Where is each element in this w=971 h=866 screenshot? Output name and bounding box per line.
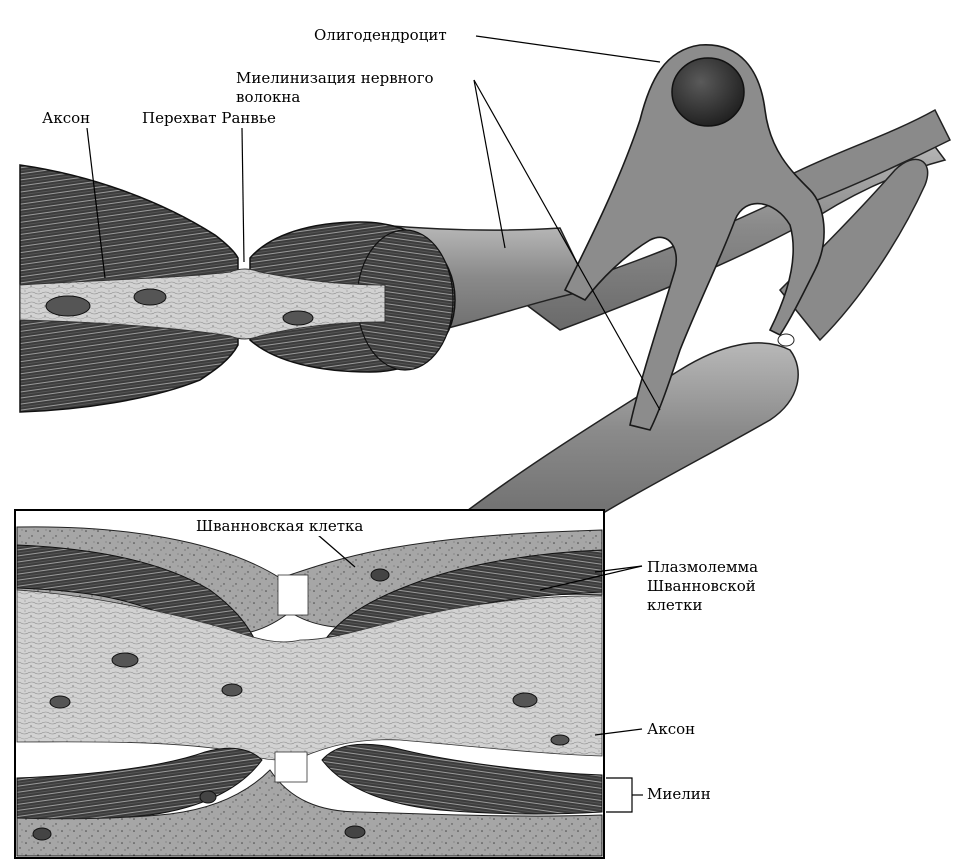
oligodendrocyte-nucleus [671,57,745,127]
label-axon-bottom: Аксон [643,720,700,739]
mitochondrion [111,652,139,668]
myelin-band-bottom-right [321,743,603,815]
oligodendrocyte-body [563,44,825,431]
myelin-sheath-segment [453,342,799,541]
mitochondrion [49,695,71,709]
schwann-cytoplasm-bottom [16,769,603,857]
label-schwann-cell: Шванновская клетка [192,517,368,536]
leader-lines-top [86,35,661,411]
mitochondrion [133,288,167,306]
mitochondrion [550,734,570,746]
node-gap-bottom [274,751,308,783]
label-schwann-plasmalemma: Плазмолемма Шванновской клетки [643,558,801,615]
mitochondrion [221,683,243,697]
mitochondrion [282,310,314,326]
mitochondrion [512,692,538,708]
node-of-ranvier-small [777,333,795,347]
mitochondrion [45,295,91,317]
mitochondrion [344,825,366,839]
node-gap-top [277,574,309,616]
schwann-cell-section-inset [14,509,605,859]
label-myelination: Миелинизация нервного волокна [232,69,470,107]
mitochondrion [370,568,390,582]
label-myelin: Миелин [643,785,715,804]
label-node-of-ranvier: Перехват Ранвье [138,109,280,128]
label-oligodendrocyte: Олигодендроцит [310,26,451,45]
oligodendrocyte-illustration [19,44,952,541]
mitochondrion [199,790,217,804]
mitochondrion [32,827,52,841]
leader-lines-bottom [317,534,645,813]
label-axon-top: Аксон [38,109,95,128]
myelin-sheath-segment [778,158,929,342]
myelin-sheath-segment [788,108,952,206]
